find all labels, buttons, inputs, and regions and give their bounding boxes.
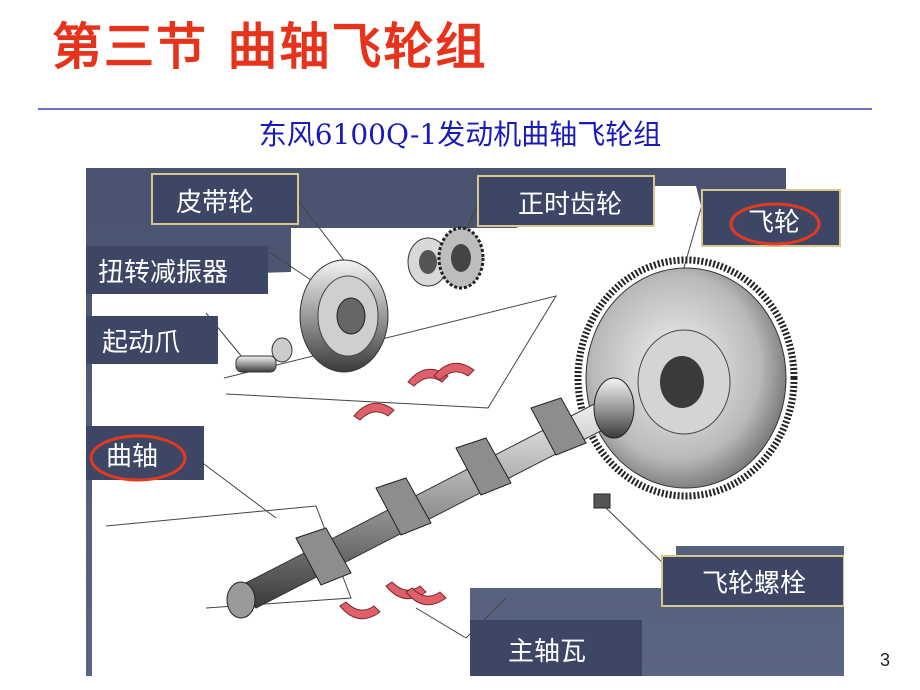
title-rule — [38, 108, 872, 110]
crankshaft-flywheel-diagram: 皮带轮 正时齿轮 飞轮 扭转减振器 起动爪 曲轴 飞轮螺栓 主轴瓦 — [86, 168, 844, 676]
slide-subtitle: 东风6100Q-1发动机曲轴飞轮组 — [258, 118, 662, 151]
label-pulley: 皮带轮 — [176, 187, 255, 218]
slide-title: 第三节 曲轴飞轮组 — [52, 17, 488, 76]
starter-claw-part — [235, 337, 293, 373]
label-starter-claw: 起动爪 — [102, 327, 181, 358]
diagram-illustration — [86, 168, 844, 676]
page-number: 3 — [880, 650, 891, 670]
flywheel-bolt-part — [593, 493, 611, 509]
timing-gear-part — [407, 226, 485, 290]
label-flywheel-bolt: 飞轮螺栓 — [702, 568, 807, 599]
pulley-damper-part — [299, 259, 389, 373]
label-damper: 扭转减振器 — [98, 257, 229, 288]
label-timing-gear: 正时齿轮 — [518, 189, 623, 220]
label-flywheel: 飞轮 — [748, 207, 801, 238]
crankshaft-part — [226, 377, 635, 619]
flywheel-part — [574, 256, 798, 500]
highlight-ellipses — [89, 202, 821, 482]
label-main-bearing: 主轴瓦 — [508, 636, 587, 667]
label-crankshaft: 曲轴 — [106, 441, 159, 472]
main-bearing-shells — [339, 362, 475, 620]
